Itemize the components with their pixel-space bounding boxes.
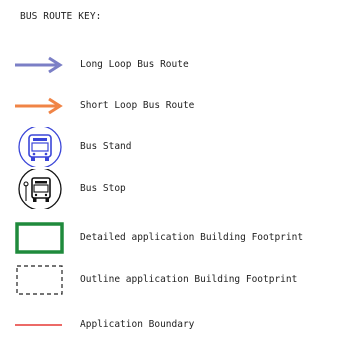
- legend-item-short-loop: Short Loop Bus Route: [0, 86, 358, 126]
- legend-label: Detailed application Building Footprint: [80, 232, 304, 243]
- legend-label: Application Boundary: [80, 319, 195, 330]
- bus-stop-icon: [18, 169, 62, 209]
- legend-label: Short Loop Bus Route: [80, 100, 195, 111]
- outline-footprint-icon: [16, 265, 63, 295]
- legend-title: BUS ROUTE KEY:: [20, 11, 102, 22]
- legend-item-bus-stand: Bus Stand: [0, 127, 358, 167]
- long-loop-arrow-icon: [15, 56, 63, 74]
- boundary-line-icon: [15, 324, 62, 326]
- legend-item-detailed-footprint: Detailed application Building Footprint: [0, 218, 358, 258]
- legend-item-long-loop: Long Loop Bus Route: [0, 45, 358, 85]
- detailed-footprint-icon: [15, 222, 64, 254]
- legend-label: Bus Stand: [80, 141, 132, 152]
- legend-label: Outline application Building Footprint: [80, 274, 298, 285]
- legend-item-application-boundary: Application Boundary: [0, 305, 358, 345]
- legend-label: Bus Stop: [80, 183, 126, 194]
- bus-route-key: { "title": "BUS ROUTE KEY:", "items": [ …: [0, 11, 358, 330]
- legend-item-bus-stop: Bus Stop: [0, 169, 358, 209]
- legend-label: Long Loop Bus Route: [80, 59, 189, 70]
- bus-stand-icon: [18, 127, 62, 167]
- legend-item-outline-footprint: Outline application Building Footprint: [0, 260, 358, 300]
- short-loop-arrow-icon: [15, 97, 63, 115]
